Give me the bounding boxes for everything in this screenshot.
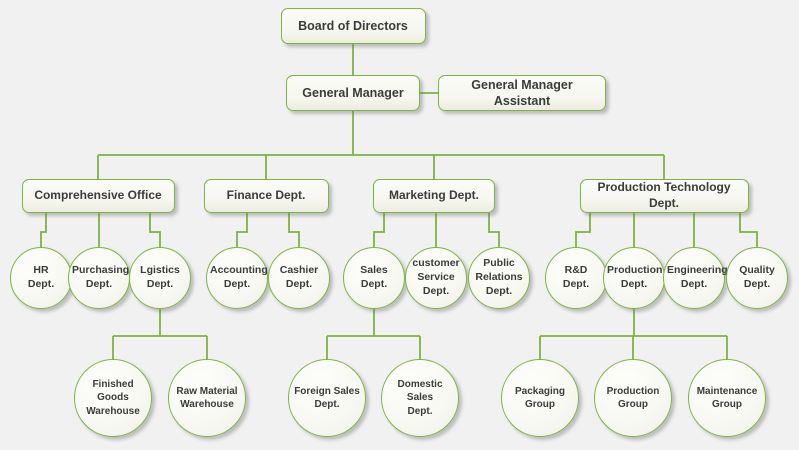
connector-line xyxy=(40,213,47,247)
org-node-label: Service xyxy=(417,271,455,284)
org-node-label: customer xyxy=(412,257,460,270)
connector-line xyxy=(373,213,385,247)
org-node-label: Dept. xyxy=(485,284,513,297)
org-node-label: Dept. xyxy=(422,284,450,297)
org-node-label: Raw Material xyxy=(176,385,238,397)
org-node-label: Finished Goods xyxy=(92,379,134,404)
org-node-label: Cashier xyxy=(279,264,319,277)
org-node-label: Dept. xyxy=(285,278,313,290)
org-node-gm[interactable]: General Manager xyxy=(286,75,420,111)
org-node-label: Production xyxy=(607,264,663,277)
org-node-label: Dept. xyxy=(562,278,590,290)
connector-line xyxy=(288,213,300,247)
org-node-label: Maintenance xyxy=(696,385,758,397)
org-node-label: Group xyxy=(525,399,555,410)
org-node-label: Purchasing xyxy=(72,264,130,277)
org-node-label: Dept. xyxy=(27,278,55,290)
org-node-label: Dept. xyxy=(146,278,174,290)
connector-line xyxy=(149,213,161,247)
org-node-label: Warehouse xyxy=(86,405,140,417)
org-node-label: Group xyxy=(712,399,742,410)
org-node-label: Dept. xyxy=(743,278,771,290)
org-node-label: Engineering xyxy=(667,264,728,277)
org-node-label: Sales xyxy=(360,264,388,277)
org-node-label: R&D xyxy=(564,264,588,277)
org-node-label: HR xyxy=(33,264,49,277)
connector-line xyxy=(488,213,500,247)
org-node-label: Dept. xyxy=(360,278,388,290)
org-node-label: Accounting xyxy=(210,264,268,277)
org-node-label: Foreign Sales xyxy=(294,385,360,397)
connector-line xyxy=(236,213,248,247)
org-node-gm_assistant[interactable]: General Manager Assistant xyxy=(438,75,606,111)
org-node-label: Public xyxy=(483,257,515,270)
org-node-label: Dept. xyxy=(85,278,113,290)
org-node-label: Domestic Sales xyxy=(397,379,443,404)
connector-line xyxy=(739,213,758,247)
org-node-label: Dept. xyxy=(223,278,251,290)
org-node-label: Relations xyxy=(475,271,523,284)
org-node-label: Marketing Dept. xyxy=(388,188,479,203)
org-node-label: Dept. xyxy=(407,405,433,417)
org-node-comprehensive[interactable]: Comprehensive Office xyxy=(21,179,175,213)
org-node-label: Lgistics xyxy=(140,264,180,277)
org-node-label: Finance Dept. xyxy=(226,188,306,203)
connector-line xyxy=(575,213,591,247)
org-node-label: Group xyxy=(618,399,648,410)
org-node-label: Dept. xyxy=(680,278,708,290)
org-node-label: Board of Directors xyxy=(298,18,408,33)
org-node-board[interactable]: Board of Directors xyxy=(280,8,426,44)
org-node-label: Comprehensive Office xyxy=(34,188,162,203)
org-node-label: General Manager Assistant xyxy=(471,77,573,109)
org-node-label: General Manager xyxy=(302,85,404,100)
org-node-finance[interactable]: Finance Dept. xyxy=(203,179,329,213)
org-node-label: Dept. xyxy=(620,278,648,290)
org-node-label: Packaging xyxy=(514,385,566,397)
org-node-label: Dept. xyxy=(314,399,340,410)
org-node-prodtech[interactable]: Production Technology Dept. xyxy=(579,179,749,213)
org-node-label: Production Technology Dept. xyxy=(597,180,731,210)
org-node-label: Warehouse xyxy=(180,399,234,410)
org-node-label: Production xyxy=(606,385,660,397)
org-node-label: Quality xyxy=(739,264,775,277)
org-node-marketing[interactable]: Marketing Dept. xyxy=(373,179,495,213)
